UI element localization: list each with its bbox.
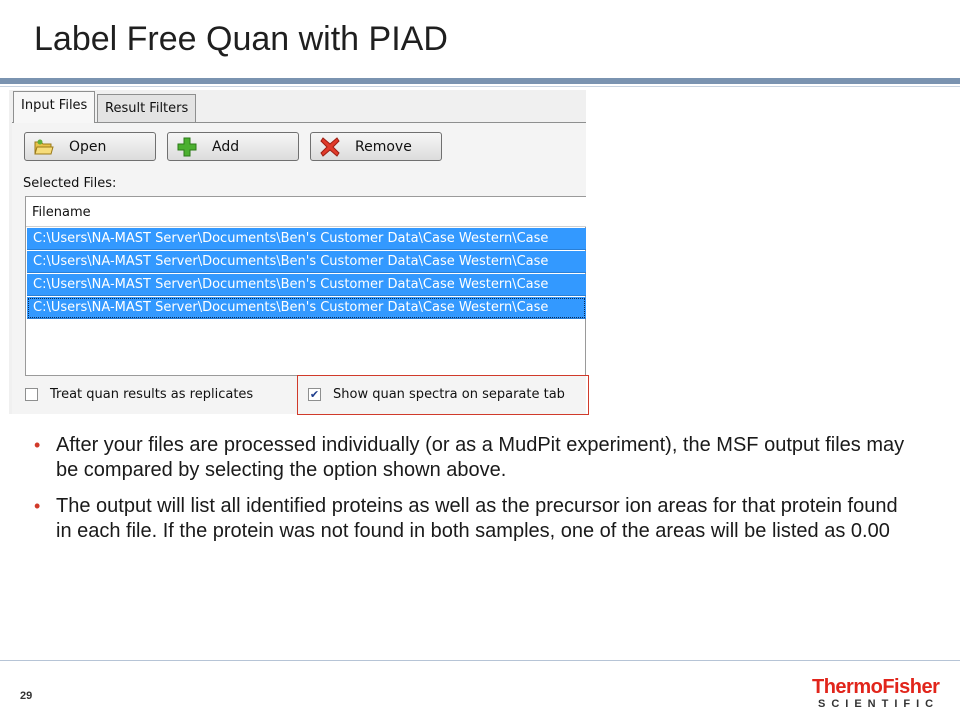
- separate-tab-box[interactable]: ✔: [308, 388, 321, 401]
- open-button-label: Open: [69, 138, 107, 155]
- slide-title: Label Free Quan with PIAD: [34, 20, 448, 58]
- file-row[interactable]: C:\Users\NA-MAST Server\Documents\Ben's …: [27, 228, 586, 250]
- remove-button[interactable]: Remove: [310, 132, 442, 161]
- thermo-fisher-logo: ThermoFisher SCIENTIFIC: [812, 676, 947, 712]
- bullet-text: After your files are processed individua…: [56, 434, 905, 481]
- add-button[interactable]: Add: [167, 132, 299, 161]
- green-plus-icon: [176, 137, 198, 157]
- bullet-dot-icon: •: [34, 435, 41, 455]
- treat-replicates-checkbox[interactable]: Treat quan results as replicates: [25, 387, 253, 402]
- checkmark-icon: ✔: [309, 388, 320, 401]
- file-row[interactable]: C:\Users\NA-MAST Server\Documents\Ben's …: [27, 274, 586, 296]
- bullet-list: • After your files are processed individ…: [34, 433, 914, 555]
- input-files-dialog: Input Files Result Filters Open Add Remo…: [9, 90, 586, 414]
- tab-strip: Input Files Result Filters: [9, 90, 586, 126]
- logo-subtext: SCIENTIFIC: [818, 698, 940, 710]
- treat-replicates-label: Treat quan results as replicates: [50, 387, 254, 402]
- page-number: 29: [20, 690, 33, 702]
- tab-result-filters[interactable]: Result Filters: [97, 94, 197, 122]
- logo-wordmark: ThermoFisher: [812, 676, 940, 698]
- treat-replicates-box[interactable]: [25, 388, 38, 401]
- open-button[interactable]: Open: [24, 132, 156, 161]
- footer-divider: [0, 660, 960, 661]
- tab-input-files[interactable]: Input Files: [13, 91, 96, 123]
- selected-files-list[interactable]: Filename C:\Users\NA-MAST Server\Documen…: [25, 196, 586, 376]
- red-x-icon: [319, 136, 341, 157]
- bullet-item: • The output will list all identified pr…: [34, 494, 914, 544]
- highlight-box: [297, 375, 589, 415]
- title-divider: [0, 78, 960, 84]
- bullet-text: The output will list all identified prot…: [56, 495, 898, 542]
- file-row[interactable]: C:\Users\NA-MAST Server\Documents\Ben's …: [27, 251, 586, 273]
- separate-tab-label: Show quan spectra on separate tab: [333, 387, 565, 402]
- remove-button-label: Remove: [355, 138, 412, 155]
- add-button-label: Add: [212, 138, 240, 155]
- selected-files-label: Selected Files:: [23, 176, 117, 191]
- bullet-item: • After your files are processed individ…: [34, 433, 914, 483]
- filename-column-header[interactable]: Filename: [26, 197, 586, 227]
- file-row[interactable]: C:\Users\NA-MAST Server\Documents\Ben's …: [27, 297, 586, 319]
- separate-tab-checkbox[interactable]: ✔ Show quan spectra on separate tab: [308, 387, 565, 402]
- title-divider-thin: [0, 86, 960, 87]
- bullet-dot-icon: •: [34, 496, 41, 516]
- folder-open-icon: [33, 137, 55, 157]
